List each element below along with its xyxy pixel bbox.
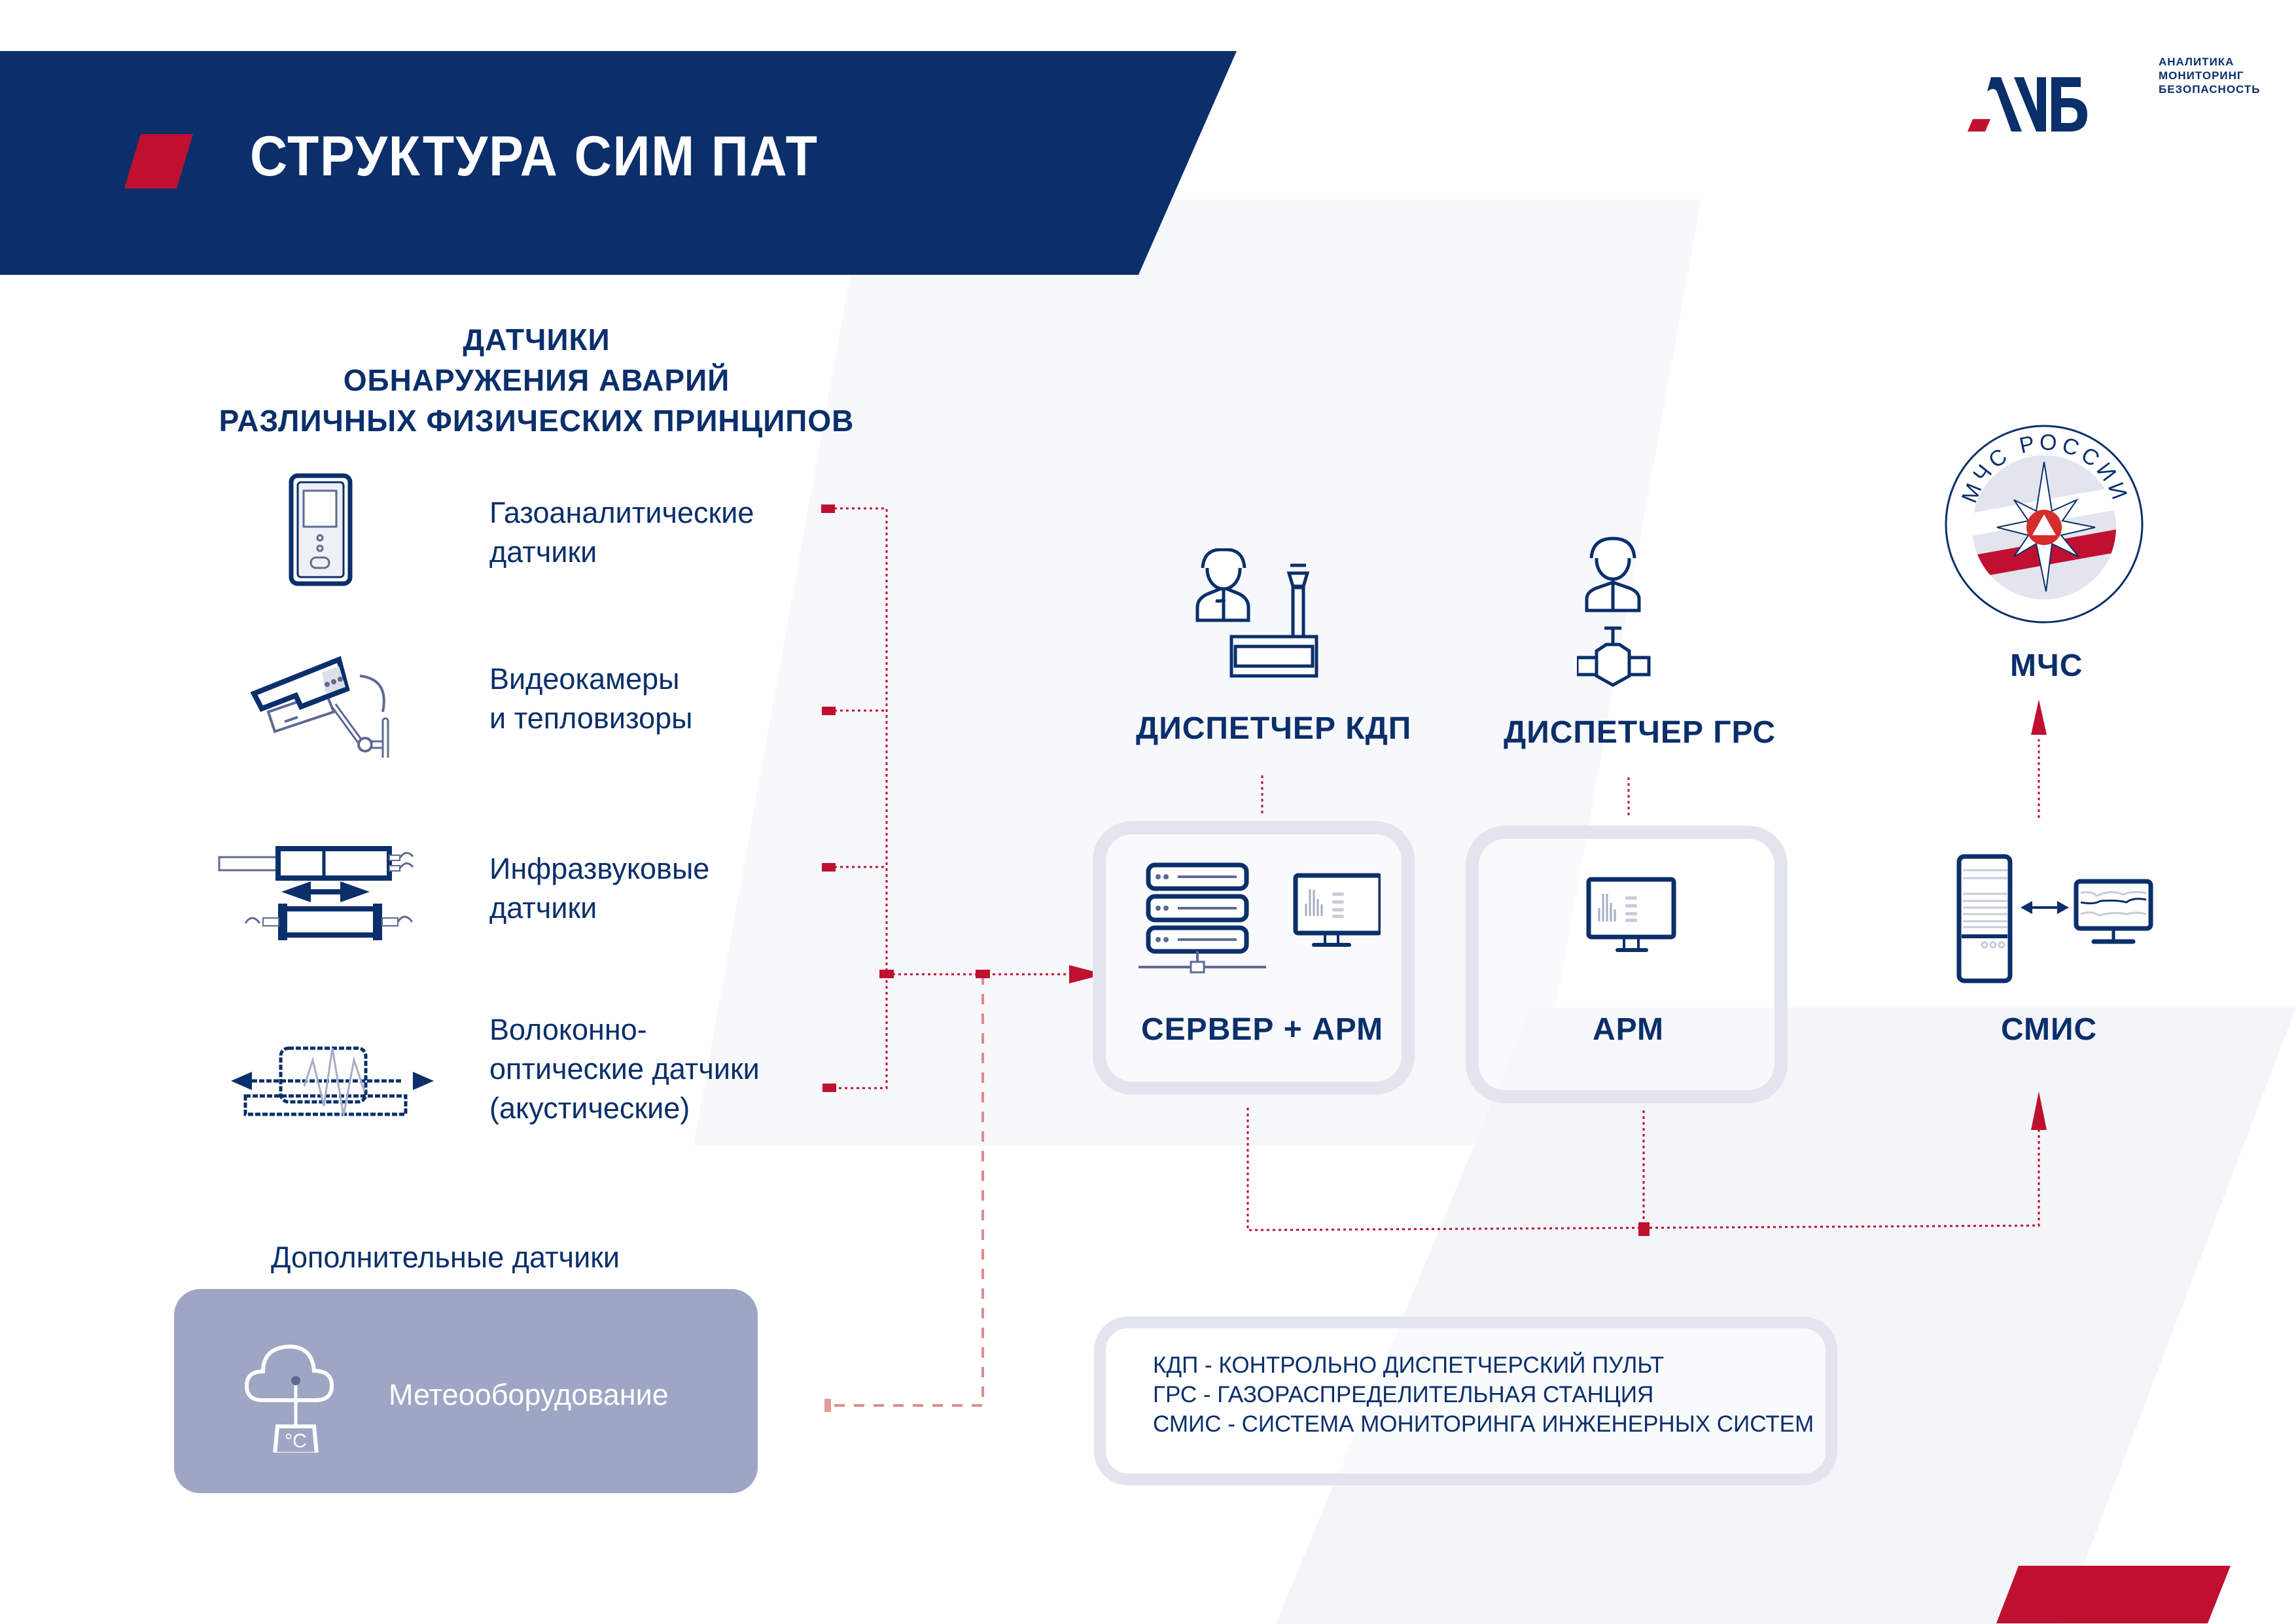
- sensor-node-meteo: [824, 1399, 831, 1412]
- monitor-icon: [1293, 873, 1381, 947]
- sensor-node-fiber: [822, 1084, 836, 1092]
- fiber-optic-sensor-icon: [231, 1046, 434, 1116]
- mchs-label: МЧС: [2010, 648, 2083, 683]
- sensor-label-line: Газоаналитические: [489, 496, 754, 529]
- logo-tagline-line: БЕЗОПАСНОСТЬ: [2159, 83, 2261, 96]
- mchs-emblem-icon: МЧС РОССИИ: [1945, 425, 2144, 624]
- junction-node-bottom: [1638, 1222, 1650, 1236]
- dispatcher-grs-label: ДИСПЕТЧЕР ГРС: [1504, 715, 1776, 750]
- junction-node-main: [879, 970, 894, 978]
- infrasound-sensor-icon: [218, 846, 414, 940]
- sensor-label-line: (акустические): [489, 1091, 690, 1125]
- logo-tagline-line: МОНИТОРИНГ: [2159, 69, 2244, 82]
- server-rack-icon: [1139, 862, 1381, 974]
- legend-line: КДП - КОНТРОЛЬНО ДИСПЕТЧЕРСКИЙ ПУЛЬТ: [1153, 1352, 1665, 1378]
- server-arm-card[interactable]: [1093, 821, 1415, 1095]
- arrow-to-server: [1069, 965, 1104, 983]
- arm-label: АРМ: [1593, 1012, 1665, 1047]
- computer-tower-icon: [1956, 854, 2153, 983]
- sensor-label-line: датчики: [489, 535, 597, 569]
- meteo-card: [174, 1289, 758, 1493]
- abbreviations-list: КДП - КОНТРОЛЬНО ДИСПЕТЧЕРСКИЙ ПУЛЬТ ГРС…: [1153, 1350, 1814, 1439]
- server-arm-label: СЕРВЕР + АРМ: [1141, 1012, 1384, 1047]
- arrow-to-smis: [2031, 1091, 2047, 1130]
- sensors-heading-line: РАЗЛИЧНЫХ ФИЗИЧЕСКИХ ПРИНЦИПОВ: [219, 404, 855, 438]
- header-banner: [0, 51, 1237, 275]
- bg-parallelogram-upper: [694, 200, 1701, 1145]
- video-camera-icon: [250, 656, 389, 758]
- sensor-label-infrasound: Инфразвуковые датчики: [489, 849, 709, 928]
- extra-sensors-title: Дополнительные датчики: [271, 1241, 620, 1274]
- logo-tagline-line: АНАЛИТИКА: [2159, 56, 2234, 68]
- monitor-icon: [1586, 877, 1676, 952]
- logo-tagline: АНАЛИТИКА МОНИТОРИНГ БЕЗОПАСНОСТЬ: [2159, 55, 2261, 96]
- sensors-heading-line: ОБНАРУЖЕНИЯ АВАРИЙ: [343, 363, 730, 397]
- sensor-node-infrasound: [822, 863, 836, 872]
- legend-line: ГРС - ГАЗОРАСПРЕДЕЛИТЕЛЬНАЯ СТАНЦИЯ: [1153, 1382, 1654, 1407]
- sensor-label-line: датчики: [489, 891, 597, 925]
- junction-node-meteo: [976, 970, 990, 978]
- header-accent-bar: [124, 134, 193, 188]
- dispatcher-tower-icon: [1195, 548, 1318, 678]
- sensor-label-gas: Газоаналитические датчики: [489, 493, 754, 572]
- sensor-node-gas: [821, 504, 835, 513]
- arrow-to-mchs: [2031, 699, 2047, 735]
- sensor-label-line: оптические датчики: [489, 1052, 760, 1086]
- legend-line: СМИС - СИСТЕМА МОНИТОРИНГА ИНЖЕНЕРНЫХ СИ…: [1153, 1411, 1814, 1437]
- smis-label: СМИС: [2001, 1012, 2098, 1047]
- meteo-label: Метеооборудование: [389, 1378, 669, 1411]
- abbreviations-legend: [1094, 1316, 1837, 1485]
- company-logo-icon: [1968, 77, 2087, 132]
- sensor-label-line: Инфразвуковые: [489, 852, 710, 885]
- footer-accent-bar: [1996, 1566, 2231, 1623]
- sensor-label-line: Волоконно-: [489, 1013, 647, 1046]
- sensor-label-line: и тепловизоры: [489, 701, 693, 735]
- page-title: СТРУКТУРА СИМ ПАТ: [250, 125, 819, 188]
- gas-analyzer-icon: [289, 473, 353, 586]
- sensors-heading-line: ДАТЧИКИ: [463, 323, 610, 357]
- sensor-label-line: Видеокамеры: [489, 662, 680, 696]
- dispatcher-connectors: [1246, 739, 2040, 1231]
- temperature-unit-icon: °C: [285, 1430, 307, 1452]
- sensor-label-video: Видеокамеры и тепловизоры: [489, 660, 693, 738]
- sensor-node-video: [822, 707, 836, 715]
- weather-station-icon: °C: [244, 1344, 334, 1453]
- sensor-connectors: [834, 507, 1073, 1089]
- dispatcher-valve-icon: [1577, 537, 1651, 687]
- sensors-heading: ДАТЧИКИ ОБНАРУЖЕНИЯ АВАРИЙ РАЗЛИЧНЫХ ФИЗ…: [157, 319, 916, 441]
- meteo-connector: [831, 974, 984, 1407]
- sensor-label-fiber: Волоконно- оптические датчики (акустичес…: [489, 1010, 760, 1128]
- dispatcher-kdp-label: ДИСПЕТЧЕР КДП: [1136, 711, 1412, 746]
- arm-card[interactable]: [1466, 826, 1788, 1103]
- trend-monitor-icon: [2074, 879, 2153, 944]
